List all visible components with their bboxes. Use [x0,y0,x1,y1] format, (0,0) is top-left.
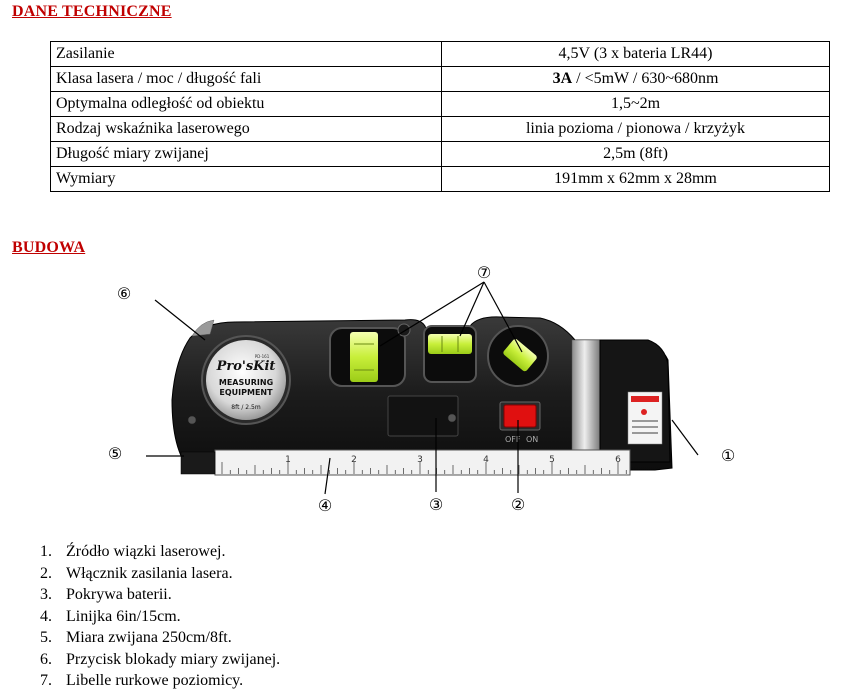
table-row: Rodzaj wskaźnika laserowego linia poziom… [50,116,830,142]
sticker-line [632,426,658,428]
vial-vertical [350,332,378,382]
spec-value: 4,5V (3 x bateria LR44) [441,41,830,67]
label-line-3: 8ft / 2.5m [231,404,261,411]
screw-icon [447,413,457,423]
tape-label [206,340,286,420]
ruler-label: 3 [417,455,423,465]
battery-cover [387,395,459,437]
callout-2: ② [511,495,525,514]
spec-label: Długość miary zwijanej [50,141,442,167]
silver-band [571,339,601,451]
sticker-line [632,432,658,434]
spec-label: Rodzaj wskaźnika laserowego [50,116,442,142]
spec-label: Klasa lasera / moc / długość fali [50,66,442,92]
list-text: Przycisk blokady miary zwijanej. [66,650,281,668]
switch-off-label: OFF [505,435,521,444]
list-text: Pokrywa baterii. [66,586,172,603]
ruler-label: 4 [483,455,489,465]
ruler-tick-marks [221,462,627,474]
tape-lock-button [191,319,215,337]
list-item: 2. Włącznik zasilania lasera. [40,563,280,585]
list-text: Linijka 6in/15cm. [66,607,181,625]
table-row: Zasilanie 4,5V (3 x bateria LR44) [50,41,830,67]
list-text: Źródło wiązki laserowej. [66,543,226,560]
switch-on-label: ON [526,435,538,444]
callout-line-7a [379,281,485,347]
brand-logo: Pro'sKit [216,359,276,374]
ruler-label: 2 [351,455,357,465]
list-number: 7. [40,672,52,689]
laser-class-bold: 3A [552,70,573,87]
laser-aperture-icon [641,409,647,415]
structure-heading: BUDOWA [12,239,86,256]
vial-horizontal [428,334,472,354]
list-number: 2. [40,564,52,582]
list-number: 3. [40,586,52,603]
spec-value: 191mm x 62mm x 28mm [441,166,830,192]
device-diagram: Pro'sKit PD-161 MEASURING EQUIPMENT 8ft … [108,263,735,515]
spec-value: linia pozioma / pionowa / krzyżyk [441,116,830,142]
list-number: 4. [40,607,52,625]
callout-line-1 [671,419,699,456]
callout-5: ⑤ [108,444,122,463]
ruler [214,449,631,476]
spec-value: 3A / <5mW / 630~680nm [441,66,830,92]
table-row: Wymiary 191mm x 62mm x 28mm [50,166,830,192]
list-number: 6. [40,650,52,668]
table-row: Klasa lasera / moc / długość fali 3A / <… [50,66,830,92]
callout-line-7b [459,281,485,337]
list-text: Libelle rurkowe poziomicy. [66,672,244,689]
callout-1: ① [721,446,735,465]
parts-legend: 1. Źródło wiązki laserowej. 2. Włącznik za… [40,541,280,692]
list-item: 6. Przycisk blokady miary zwijanej. [40,649,280,671]
ruler-label: 5 [549,455,555,465]
label-line-1: MEASURING [219,378,273,387]
list-item: 4. Linijka 6in/15cm. [40,606,280,628]
callout-3: ③ [429,495,443,514]
specs-heading: DANE TECHNICZNE [12,3,172,20]
callout-4: ④ [318,496,332,515]
tape-measure-tip [180,451,216,475]
laser-warning-stripe [631,396,659,402]
ruler-label: 1 [285,455,291,465]
laser-class-rest: / <5mW / 630~680nm [572,70,719,87]
list-number: 1. [40,543,52,560]
label-line-2: EQUIPMENT [219,388,273,397]
table-row: Długość miary zwijanej 2,5m (8ft) [50,141,830,167]
callout-7: ⑦ [477,263,491,282]
ruler-label: 6 [615,455,621,465]
list-text: Włącznik zasilania lasera. [66,564,233,582]
callout-6: ⑥ [117,284,131,303]
list-item: 7. Libelle rurkowe poziomicy. [40,670,280,692]
list-item: 5. Miara zwijana 250cm/8ft. [40,627,280,649]
power-switch [503,404,537,428]
list-item: 3. Pokrywa baterii. [40,584,280,606]
screw-icon [187,415,197,425]
vial-diagonal [503,339,537,372]
specs-table: Zasilanie 4,5V (3 x bateria LR44) Klasa … [50,41,830,192]
sticker-line [632,420,658,422]
spec-label: Zasilanie [50,41,442,67]
spec-label: Wymiary [50,166,442,192]
spec-label: Optymalna odległość od obiektu [50,91,442,117]
callout-line-6 [154,299,206,341]
spec-value: 1,5~2m [441,91,830,117]
spec-value: 2,5m (8ft) [441,141,830,167]
callout-line-4 [324,457,331,495]
list-text: Miara zwijana 250cm/8ft. [66,629,232,646]
callout-line-7c [483,281,523,353]
model-number: PD-161 [255,354,270,359]
table-row: Optymalna odległość od obiektu 1,5~2m [50,91,830,117]
list-item: 1. Źródło wiązki laserowej. [40,541,280,563]
list-number: 5. [40,629,52,646]
